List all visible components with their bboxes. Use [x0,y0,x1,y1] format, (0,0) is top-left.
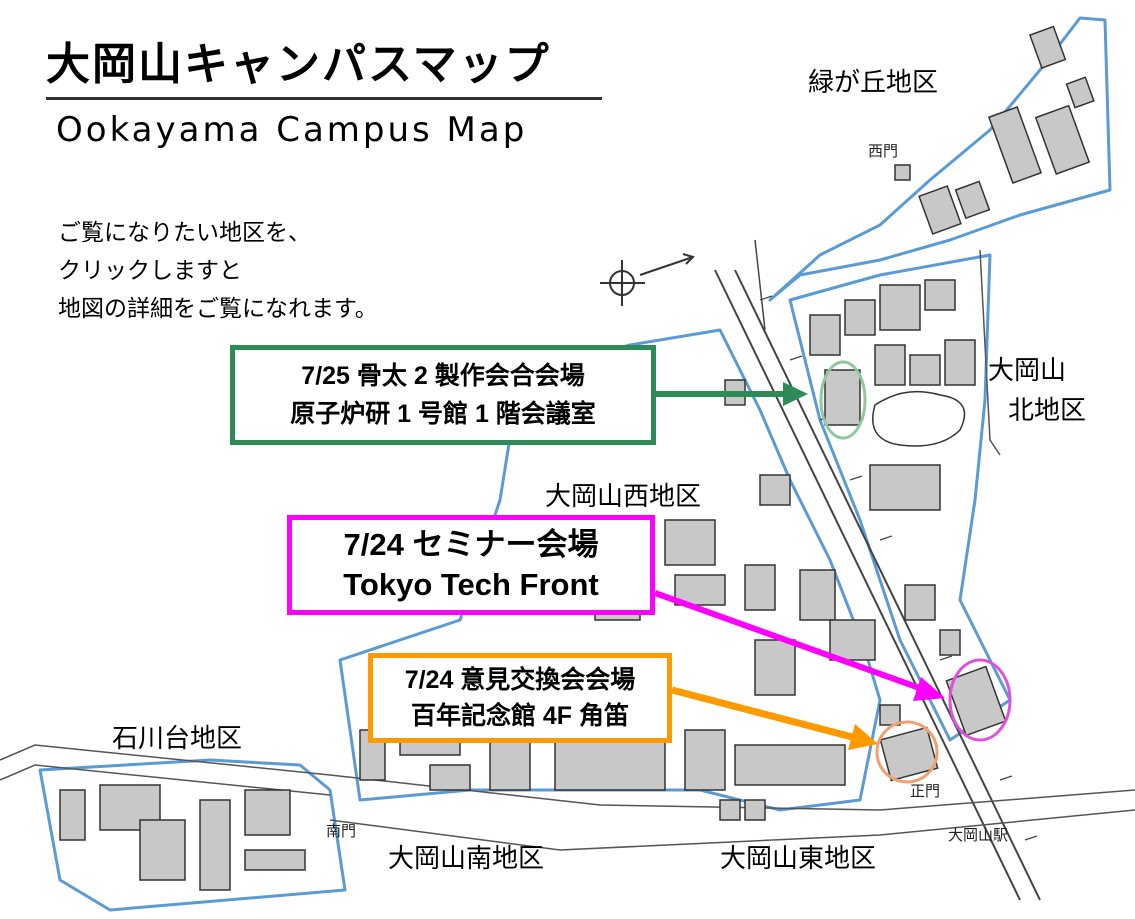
label-ishikawadai[interactable]: 石川台地区 [112,724,243,754]
title-divider [46,97,602,100]
page-title: 大岡山キャンパスマップ [46,39,551,90]
instructions: ご覧になりたい地区を、 クリックしますと 地図の詳細をご覧になれます。 [58,214,378,328]
arrow-orange [671,686,878,750]
district-boundary-west[interactable] [338,328,882,812]
label-station: 大岡山駅 [948,826,1009,844]
callout-green-line1: 7/25 骨太 2 製作会合会場 [301,362,585,390]
callout-orange: 7/24 意見交換会会場 百年記念館 4F 角笛 [368,653,672,743]
callout-magenta-line2: Tokyo Tech Front [343,567,599,602]
callout-green-line2: 原子炉研 1 号館 1 階会議室 [290,400,596,428]
district-boundary-north[interactable] [788,253,1012,742]
label-south[interactable]: 大岡山南地区 [388,844,545,874]
arrow-magenta [653,590,945,701]
instruction-line: 地図の詳細をご覧になれます。 [58,296,378,322]
callout-orange-line1: 7/24 意見交換会会場 [404,666,636,694]
label-west-gate: 西門 [868,142,899,160]
label-north-line1[interactable]: 大岡山 [988,356,1067,386]
callout-orange-line2: 百年記念館 4F 角笛 [410,702,630,730]
highlight-tokyo-tech-front [948,658,1012,742]
label-midorigaoka[interactable]: 緑が丘地区 [808,68,939,98]
page-subtitle: Ookayama Campus Map [56,110,528,150]
instruction-line: ご覧になりたい地区を、 [58,220,311,246]
district-boundary-ishikawadai[interactable] [38,758,347,912]
label-south-gate: 南門 [326,822,357,840]
label-main-gate: 正門 [910,782,941,800]
callout-magenta-line1: 7/24 セミナー会場 [343,527,599,562]
highlight-nuclear-lab [819,360,867,440]
label-west[interactable]: 大岡山西地区 [545,482,702,512]
callout-magenta: 7/24 セミナー会場 Tokyo Tech Front [287,515,655,615]
instruction-line: クリックしますと [58,258,242,284]
compass-icon [600,253,695,306]
highlight-centennial-hall [875,720,939,784]
arrow-green [656,382,808,406]
callout-green: 7/25 骨太 2 製作会合会場 原子炉研 1 号館 1 階会議室 [230,345,656,445]
label-north-line2[interactable]: 北地区 [1008,396,1087,426]
district-boundary-midorigaoka[interactable] [768,16,1112,302]
label-east[interactable]: 大岡山東地区 [720,844,877,874]
